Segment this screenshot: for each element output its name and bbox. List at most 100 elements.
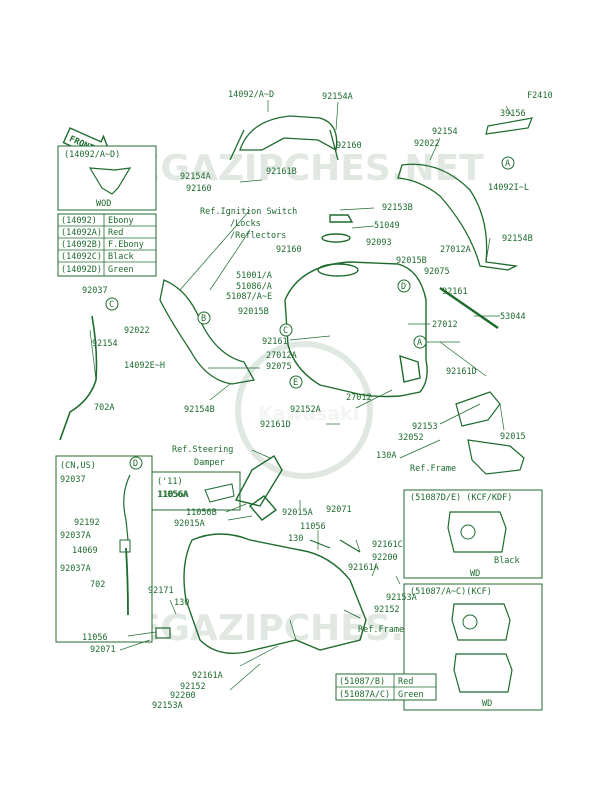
svg-text:11056: 11056	[82, 633, 108, 643]
svg-text:92093: 92093	[366, 238, 392, 248]
svg-text:92071: 92071	[90, 645, 116, 655]
svg-text:/Locks: /Locks	[230, 219, 261, 229]
svg-text:92154A: 92154A	[180, 172, 211, 182]
svg-text:92037: 92037	[82, 286, 108, 296]
svg-text:14069: 14069	[72, 546, 98, 556]
svg-text:(14092B): (14092B)	[61, 240, 102, 250]
svg-text:39156: 39156	[500, 109, 526, 119]
svg-text:51001/A: 51001/A	[236, 271, 272, 281]
svg-text:Green: Green	[108, 265, 134, 275]
svg-text:92037A: 92037A	[60, 564, 91, 574]
watermark-text: MEGAZIPCHES.NET	[100, 148, 484, 189]
front-cover-part	[229, 115, 339, 161]
svg-text:92161C: 92161C	[372, 540, 403, 550]
svg-text:92154: 92154	[92, 339, 118, 349]
svg-text:27012A: 27012A	[440, 245, 471, 255]
svg-text:92075: 92075	[266, 362, 292, 372]
svg-text:92192: 92192	[74, 518, 100, 528]
svg-text:92153A: 92153A	[152, 701, 183, 711]
svg-text:92015A: 92015A	[174, 519, 205, 529]
svg-text:A: A	[417, 338, 422, 348]
svg-text:Damper: Damper	[194, 458, 225, 468]
svg-text:51086/A: 51086/A	[236, 282, 272, 292]
svg-text:WOD: WOD	[96, 199, 111, 209]
svg-text:A: A	[505, 159, 510, 169]
svg-text:11056A: 11056A	[158, 490, 189, 500]
svg-text:92152: 92152	[374, 605, 400, 615]
svg-text:92171: 92171	[148, 586, 174, 596]
svg-text:92153A: 92153A	[386, 593, 417, 603]
svg-text:92152: 92152	[180, 682, 206, 692]
svg-text:(14092/A~D): (14092/A~D)	[64, 150, 120, 160]
svg-text:Kawasaki: Kawasaki	[258, 403, 359, 425]
svg-text:27012: 27012	[346, 393, 372, 403]
svg-text:Ebony: Ebony	[108, 216, 134, 226]
figure-code: F2410	[527, 91, 553, 101]
svg-text:92160: 92160	[276, 245, 302, 255]
svg-text:/Reflectors: /Reflectors	[230, 231, 286, 241]
inset-11-box: ('11) 11056A	[151, 471, 241, 511]
svg-text:(14092D): (14092D)	[61, 265, 102, 275]
color-table-2: (51087/B)Red (51087A/C)Green	[335, 673, 437, 701]
svg-text:92154A: 92154A	[322, 92, 353, 102]
svg-text:Ref.Ignition Switch: Ref.Ignition Switch	[200, 207, 297, 217]
svg-text:Black: Black	[494, 556, 520, 566]
svg-text:92161: 92161	[262, 337, 288, 347]
svg-text:92161D: 92161D	[260, 420, 291, 430]
svg-text:D: D	[401, 282, 406, 292]
svg-text:92037A: 92037A	[60, 531, 91, 541]
svg-text:92161: 92161	[442, 287, 468, 297]
svg-text:D: D	[133, 459, 138, 469]
svg-text:27012A: 27012A	[266, 351, 297, 361]
svg-text:Green: Green	[398, 690, 424, 700]
svg-text:('11): ('11)	[157, 477, 183, 487]
svg-text:92071: 92071	[326, 505, 352, 515]
svg-text:(14092C): (14092C)	[61, 252, 102, 262]
svg-text:92153: 92153	[412, 422, 438, 432]
svg-text:130: 130	[174, 598, 189, 608]
svg-text:11056B: 11056B	[186, 508, 217, 518]
svg-text:E: E	[293, 378, 298, 388]
svg-text:92015A: 92015A	[282, 508, 313, 518]
svg-text:(14092): (14092)	[61, 216, 97, 226]
svg-text:130: 130	[288, 534, 303, 544]
svg-text:(51087/B): (51087/B)	[339, 677, 385, 687]
svg-text:702A: 702A	[94, 403, 114, 413]
inset-kcf-box: (51087/A~C)(KCF) WD	[403, 583, 543, 711]
svg-text:11056: 11056	[300, 522, 326, 532]
leader-lines	[89, 100, 513, 691]
svg-text:92022: 92022	[124, 326, 150, 336]
svg-text:92037: 92037	[60, 475, 86, 485]
svg-text:C: C	[283, 326, 288, 336]
svg-text:92075: 92075	[424, 267, 450, 277]
svg-text:92154B: 92154B	[184, 405, 215, 415]
color-table: (14092)Ebony (14092A)Red (14092B)F.Ebony…	[57, 213, 157, 277]
svg-text:92160: 92160	[186, 184, 212, 194]
bracket-part	[455, 391, 525, 475]
svg-text:WD: WD	[482, 699, 492, 709]
trim-strip-part	[439, 117, 533, 330]
svg-text:92154B: 92154B	[502, 234, 533, 244]
svg-text:14092I~L: 14092I~L	[488, 183, 529, 193]
svg-text:F.Ebony: F.Ebony	[108, 240, 144, 250]
svg-text:92015B: 92015B	[238, 307, 269, 317]
svg-text:92160: 92160	[336, 141, 362, 151]
svg-text:(51087D/E) (KCF/KDF): (51087D/E) (KCF/KDF)	[410, 493, 512, 503]
svg-text:92200: 92200	[372, 553, 398, 563]
svg-text:14092/A~D: 14092/A~D	[228, 90, 274, 100]
inset-black-box: (51087D/E) (KCF/KDF) Black WD	[403, 489, 543, 579]
svg-text:(51087/A~C)(KCF): (51087/A~C)(KCF)	[410, 587, 492, 597]
svg-text:Ref.Steering: Ref.Steering	[172, 445, 233, 455]
svg-text:Red: Red	[398, 677, 413, 687]
fuel-tank-part	[284, 214, 428, 398]
hose-damper-part	[155, 539, 361, 639]
kawasaki-watermark-logo: Kawasaki	[235, 341, 373, 479]
svg-text:27012: 27012	[432, 320, 458, 330]
svg-text:92015B: 92015B	[396, 256, 427, 266]
svg-text:92154: 92154	[432, 127, 458, 137]
svg-text:WD: WD	[470, 569, 480, 579]
svg-text:C: C	[109, 300, 114, 310]
svg-text:11056A: 11056A	[157, 490, 188, 500]
svg-text:92015: 92015	[500, 432, 526, 442]
svg-text:B: B	[201, 314, 206, 324]
